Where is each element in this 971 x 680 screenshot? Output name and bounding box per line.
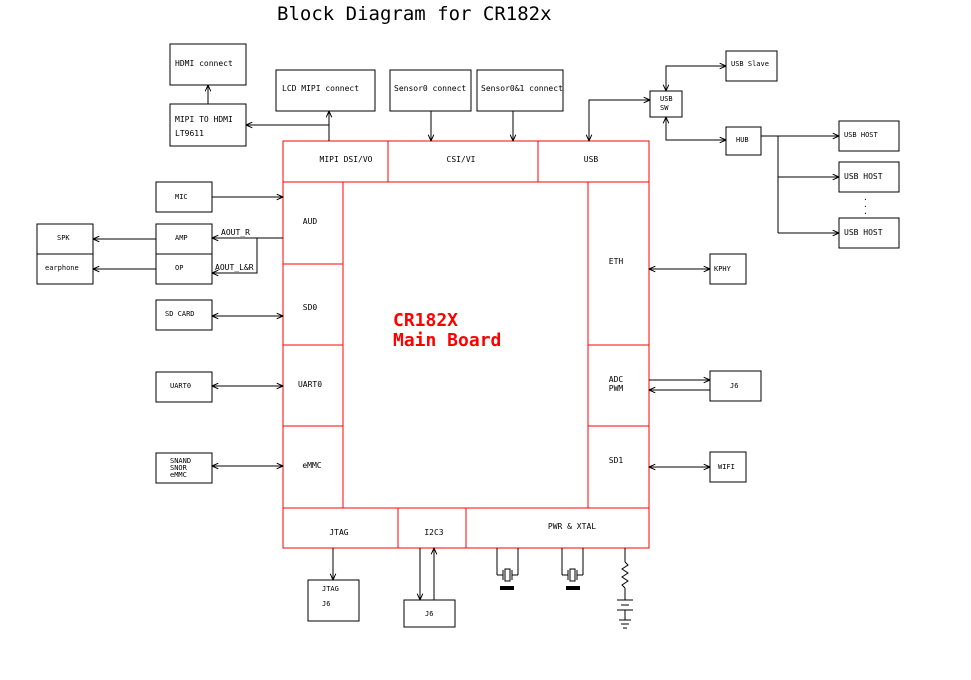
crystal-2-icon	[561, 548, 584, 590]
section-i2c3: I2C3	[424, 528, 443, 537]
jtag-j6-label: J6	[322, 600, 330, 608]
wifi-label: WIFI	[718, 463, 735, 471]
lcd-mipi-connect-box	[275, 69, 376, 112]
jtag-connector-label: JTAG	[322, 585, 339, 593]
kphy-label: KPHY	[714, 265, 732, 273]
sensor01-connect-label: Sensor0&1 connect	[481, 84, 563, 93]
ellipsis-dot-2: .	[863, 200, 868, 209]
section-aud: AUD	[303, 217, 318, 226]
section-eth: ETH	[609, 257, 624, 266]
snand-label: SNAND	[170, 457, 191, 465]
wifi-box	[709, 451, 747, 483]
j6-adc-label: J6	[730, 382, 738, 390]
section-sd0: SD0	[303, 303, 318, 312]
amp-box	[155, 223, 213, 255]
power-supply-icon	[617, 548, 633, 629]
usb-host-3-box	[838, 217, 900, 249]
spk-label: SPK	[57, 234, 70, 242]
sensor01-connect-box	[476, 69, 564, 112]
aout-lr-label: AOUT_L&R	[215, 263, 254, 272]
hdmi-connect-label: HDMI connect	[175, 59, 233, 68]
ellipsis-dot-1: .	[863, 193, 868, 202]
lcd-mipi-connect-label: LCD MIPI connect	[282, 84, 359, 93]
hub-label: HUB	[736, 136, 749, 144]
section-pwm: PWM	[609, 384, 624, 393]
usb-host-2-label: USB HOST	[844, 172, 883, 181]
main-board-title-line1: CR182X	[393, 310, 458, 331]
j6-i2c-box	[403, 599, 456, 628]
sd-card-label: SD CARD	[165, 310, 195, 318]
uart0-box	[155, 371, 213, 403]
op-box	[155, 253, 213, 285]
op-label: OP	[175, 264, 183, 272]
usb-host-3-label: USB HOST	[844, 228, 883, 237]
ellipsis-dot-3: .	[863, 207, 868, 216]
earphone-label: earphone	[45, 264, 79, 272]
usb-host-1-label: USB HOST	[844, 131, 879, 139]
hub-box	[725, 126, 762, 156]
section-csi-vi: CSI/VI	[447, 155, 476, 164]
usb-host-1-box	[838, 120, 900, 152]
diagram-title: Block Diagram for CR182x	[277, 3, 552, 25]
section-emmc: eMMC	[302, 461, 321, 470]
uart0-label: UART0	[170, 382, 191, 390]
spk-box	[36, 223, 94, 255]
snor-label: SNOR	[170, 464, 188, 472]
section-jtag: JTAG	[329, 528, 348, 537]
main-board-title-line2: Main Board	[393, 330, 501, 351]
amp-label: AMP	[175, 234, 188, 242]
usb-slave-box	[725, 50, 778, 82]
usb-slave-label: USB Slave	[731, 60, 769, 68]
section-uart0: UART0	[298, 380, 322, 389]
aout-r-label: AOUT_R	[221, 228, 250, 237]
section-usb: USB	[584, 155, 599, 164]
usb-sw-label-2: SW	[660, 104, 669, 112]
j6-i2c-label: J6	[425, 610, 433, 618]
mic-label: MIC	[175, 193, 188, 201]
section-mipi-dsi: MIPI DSI/VO	[320, 155, 373, 164]
section-sd1: SD1	[609, 456, 624, 465]
sensor0-connect-label: Sensor0 connect	[394, 84, 466, 93]
crystal-1-icon	[496, 548, 519, 590]
section-adc: ADC	[609, 375, 624, 384]
lt9611-label: LT9611	[175, 129, 204, 138]
usb-host-2-box	[838, 161, 900, 193]
sd-card-box	[155, 299, 213, 331]
earphone-box	[36, 253, 94, 285]
hdmi-connect-box	[169, 43, 247, 86]
mipi-to-hdmi-box	[169, 103, 247, 147]
jtag-connector-box	[307, 579, 360, 622]
mipi-to-hdmi-label: MIPI TO HDMI	[175, 115, 233, 124]
j6-adc-box	[709, 370, 762, 402]
kphy-box	[709, 253, 747, 285]
emmc-label: eMMC	[170, 471, 187, 479]
usb-sw-label-1: USB	[660, 95, 673, 103]
section-pwr-xtal: PWR & XTAL	[548, 522, 596, 531]
